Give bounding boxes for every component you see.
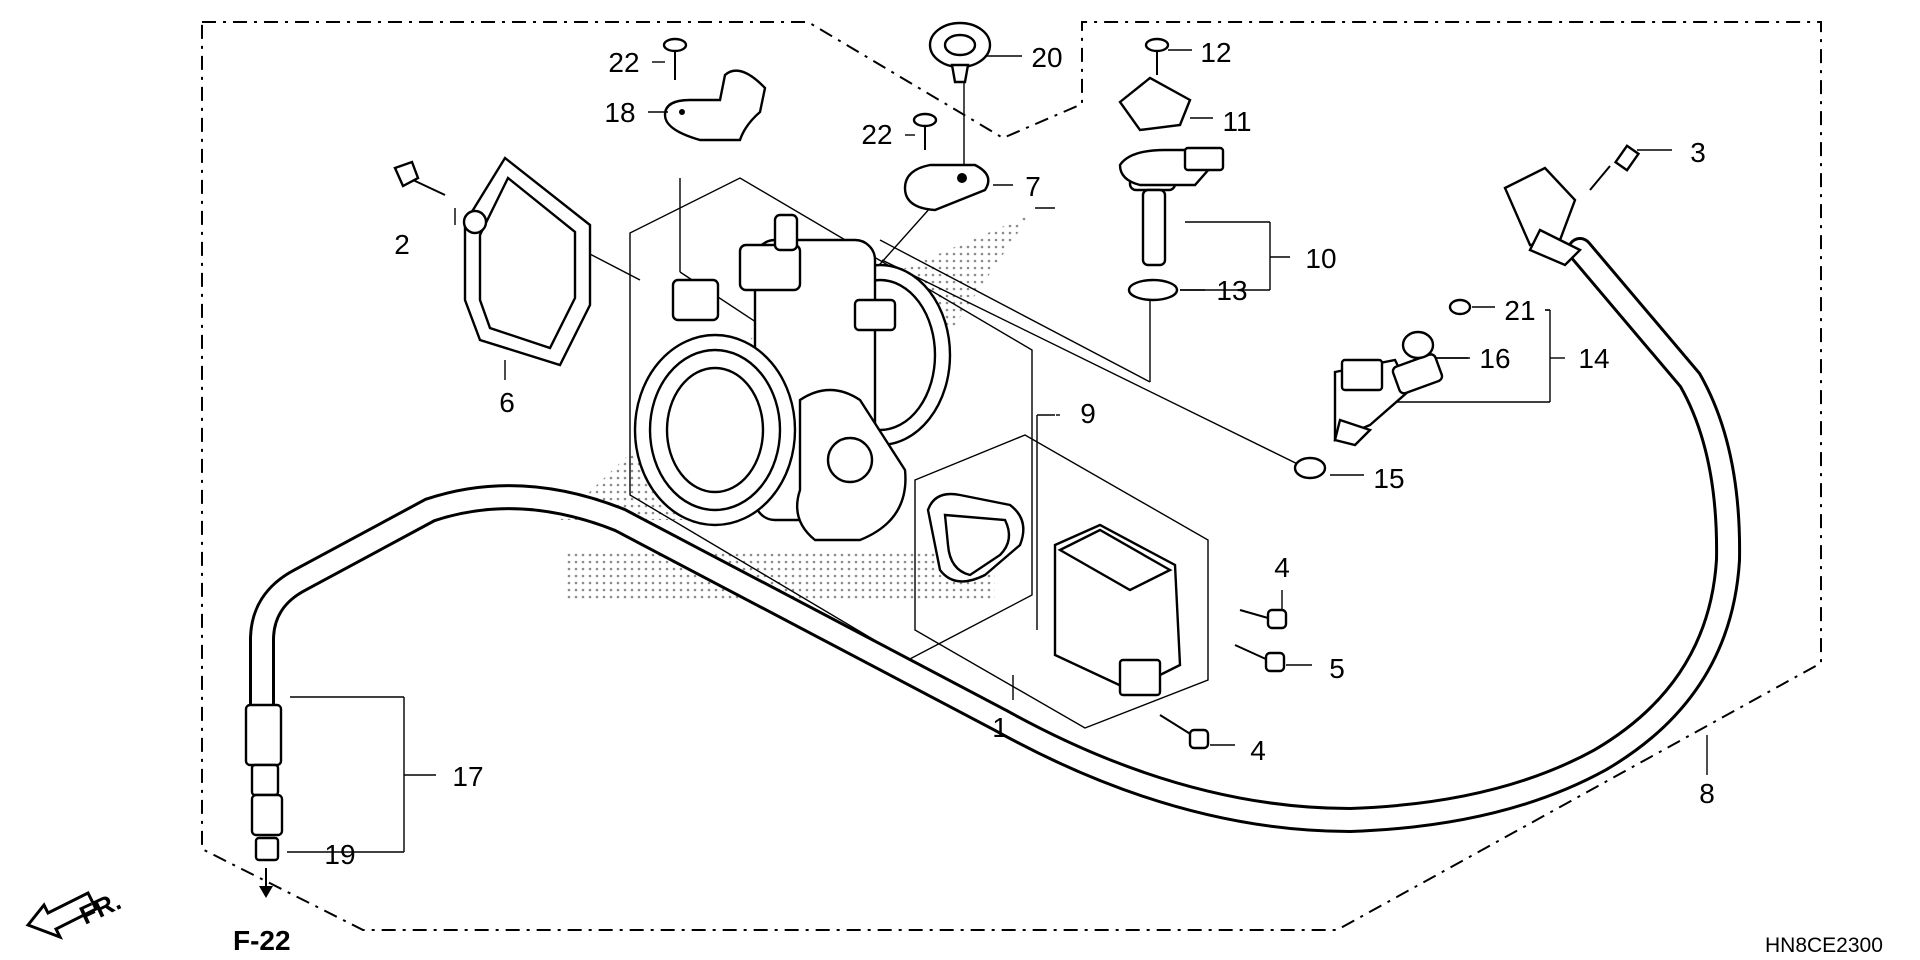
callout-7: 7 bbox=[1025, 171, 1041, 202]
callout-11: 11 bbox=[1222, 106, 1251, 137]
callout-8: 8 bbox=[1699, 778, 1715, 809]
seal-16 bbox=[1401, 330, 1435, 360]
callout-22-a: 22 bbox=[608, 47, 639, 78]
injector-14 bbox=[1333, 353, 1444, 447]
bolt-3 bbox=[1589, 144, 1641, 191]
callout-4-a: 4 bbox=[1274, 552, 1290, 583]
bracket-18 bbox=[663, 69, 767, 142]
callout-15: 15 bbox=[1373, 463, 1404, 494]
seal-15 bbox=[1293, 456, 1327, 480]
sensor-frame bbox=[914, 434, 1209, 729]
callout-2: 2 bbox=[394, 229, 410, 260]
callout-10: 10 bbox=[1305, 243, 1336, 274]
bolt-5 bbox=[1234, 644, 1286, 673]
callout-14: 14 bbox=[1578, 343, 1609, 374]
callout-labels: 1 2 3 4 4 5 6 7 8 9 10 11 12 13 14 15 16… bbox=[324, 37, 1714, 870]
callout-22-b: 22 bbox=[861, 119, 892, 150]
callout-19: 19 bbox=[324, 839, 355, 870]
front-direction-arrow: FR. bbox=[25, 886, 126, 940]
callout-12: 12 bbox=[1200, 37, 1231, 68]
callout-16: 16 bbox=[1479, 343, 1510, 374]
fuel-hose-end bbox=[1503, 166, 1583, 267]
screw-22-a bbox=[662, 37, 688, 80]
reference-label: F-22 bbox=[233, 925, 291, 956]
screw-22-b bbox=[912, 112, 938, 150]
diagram-code: HN8CE2300 bbox=[1765, 934, 1883, 957]
direction-label: FR. bbox=[75, 886, 126, 931]
callout-9: 9 bbox=[1080, 398, 1096, 429]
bolt-4-b bbox=[1159, 714, 1210, 750]
callout-21: 21 bbox=[1504, 295, 1535, 326]
throttle-body-frame bbox=[629, 177, 1033, 661]
callout-18: 18 bbox=[604, 97, 635, 128]
callout-13: 13 bbox=[1216, 275, 1247, 306]
callout-20: 20 bbox=[1031, 42, 1062, 73]
label-ticks bbox=[648, 49, 1672, 746]
callout-6: 6 bbox=[499, 387, 515, 418]
callout-5: 5 bbox=[1329, 653, 1345, 684]
callout-4-b: 4 bbox=[1250, 735, 1266, 766]
bolt-2 bbox=[393, 160, 446, 196]
throttle-position-sensor bbox=[1053, 523, 1182, 697]
hose-connector bbox=[244, 703, 284, 898]
oring-21 bbox=[1448, 298, 1472, 316]
assembly-border bbox=[201, 21, 1822, 931]
callout-1: 1 bbox=[992, 712, 1008, 743]
callout-3: 3 bbox=[1690, 137, 1706, 168]
gasket-9 bbox=[926, 492, 1025, 583]
sensor-10 bbox=[1118, 37, 1225, 302]
clip-20 bbox=[928, 21, 992, 84]
throttle-cover bbox=[462, 156, 592, 367]
throttle-body bbox=[633, 213, 952, 542]
plate-7 bbox=[903, 163, 990, 212]
callout-17: 17 bbox=[452, 761, 483, 792]
bolt-4-a bbox=[1239, 608, 1288, 630]
